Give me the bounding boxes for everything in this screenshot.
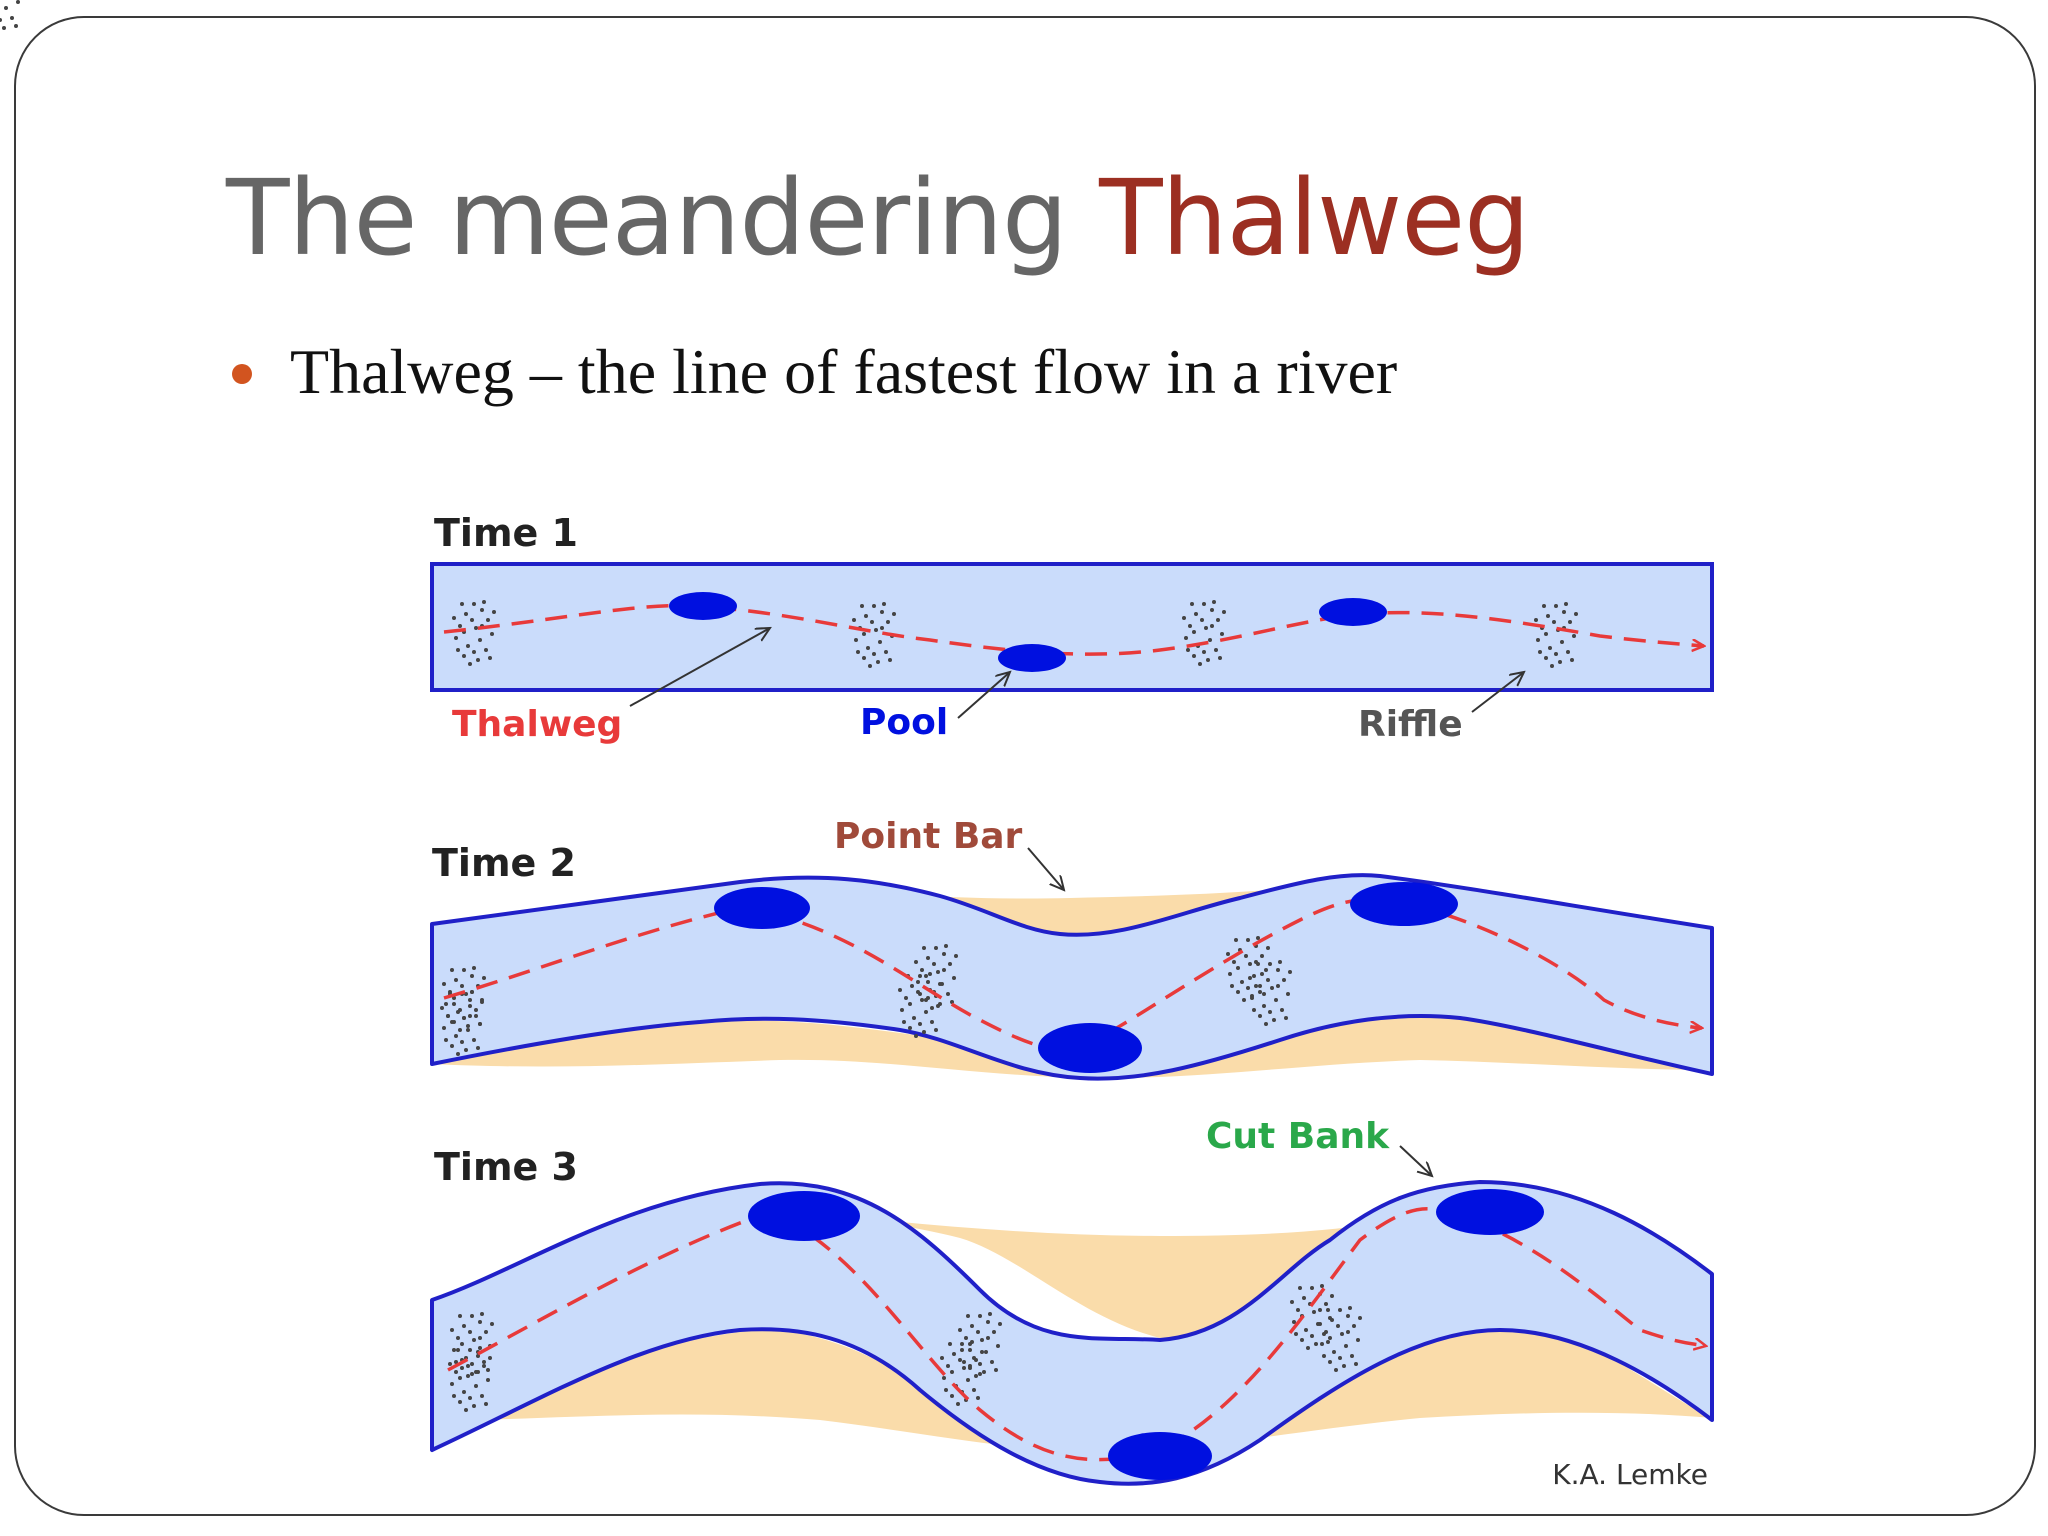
pool-1c [1319, 598, 1387, 626]
pool-3c [1436, 1189, 1544, 1235]
point-bar-3b [480, 1324, 1712, 1474]
pool-3a [748, 1191, 860, 1241]
cut-bank-pointer [1399, 1145, 1432, 1176]
bullet-dot-icon [232, 364, 252, 384]
river-channel-3 [430, 1180, 1714, 1486]
pool-2a [714, 887, 810, 929]
pool-2c [1350, 882, 1458, 926]
pool-1b [998, 644, 1066, 672]
riffle-label: Riffle [1358, 704, 1463, 745]
time-3-label: Time 3 [434, 1145, 578, 1189]
point-bar-2b [432, 1010, 1712, 1079]
title-accent: Thalweg [1099, 157, 1530, 279]
river-channel-1 [430, 562, 1714, 692]
cut-bank-label: Cut Bank [1206, 1116, 1390, 1157]
riffle-cluster [0, 0, 20, 30]
pool-2b [1038, 1023, 1142, 1073]
title-main: The meandering [226, 157, 1100, 279]
pool-label: Pool [860, 702, 948, 743]
point-bar-label: Point Bar [834, 816, 1023, 857]
riffle-pointer [1471, 672, 1524, 713]
time-2-panel: Time 2 Point Bar [430, 816, 1714, 1081]
slide-title: The meandering Thalweg [226, 166, 1530, 270]
bullet-text: Thalweg – the line of fastest flow in a … [290, 336, 1398, 407]
thalweg-label: Thalweg [452, 704, 622, 745]
point-bar-pointer [1027, 847, 1064, 890]
time-1-label: Time 1 [434, 511, 578, 555]
pool-pointer [957, 672, 1010, 719]
time-3-panel: Time 3 Cut Bank K.A. Lemke [430, 1116, 1714, 1491]
credit-text: K.A. Lemke [1552, 1458, 1708, 1491]
pool-3b [1108, 1432, 1212, 1480]
time-1-panel: Time 1 Thalweg Pool Riffle [0, 0, 1714, 745]
thalweg-pointer [629, 628, 770, 707]
pool-1a [669, 592, 737, 620]
time-2-label: Time 2 [432, 841, 576, 885]
